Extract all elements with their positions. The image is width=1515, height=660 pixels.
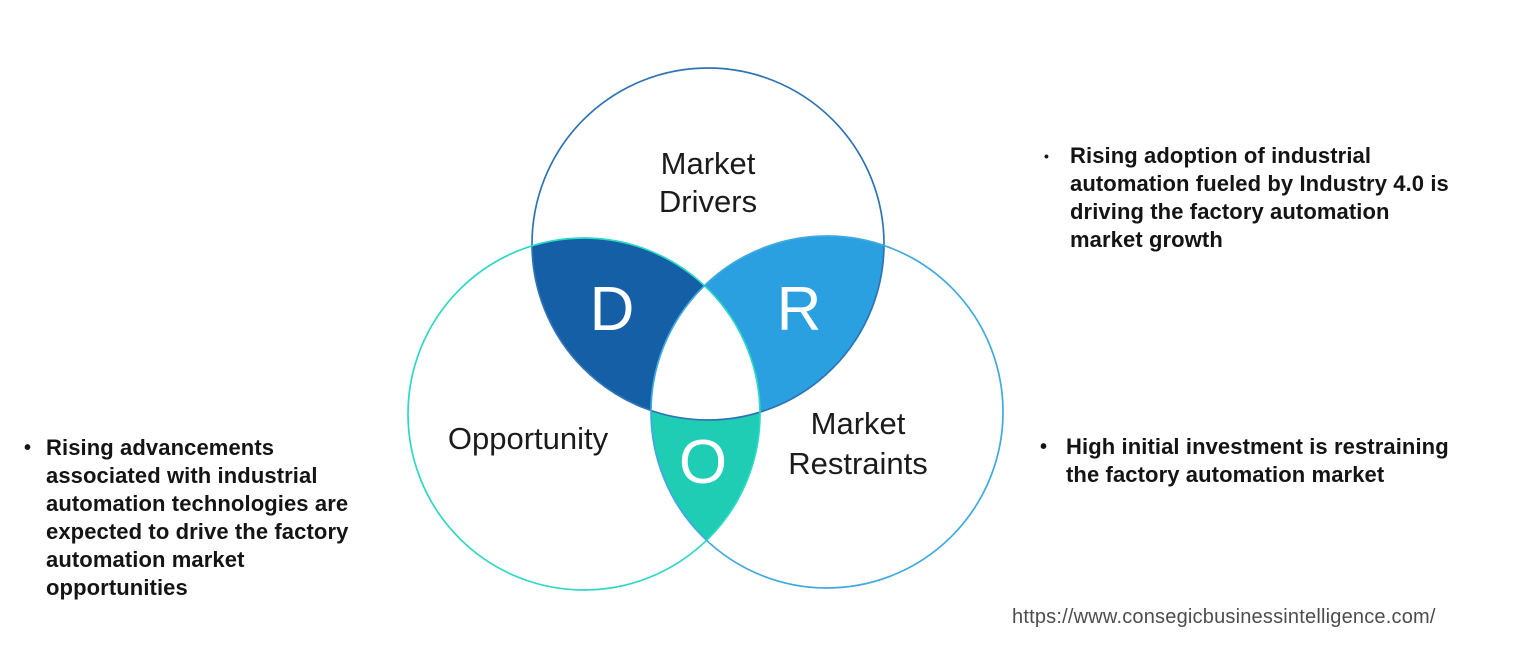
letter-o: O bbox=[679, 428, 727, 497]
note-line: the factory automation market bbox=[1066, 462, 1385, 487]
bullet-icon: • bbox=[1044, 148, 1050, 164]
note-restraint: • High initial investment is restraining… bbox=[1040, 433, 1480, 489]
note-driver-text: Rising adoption of industrial automation… bbox=[1070, 142, 1449, 254]
label-market-drivers-line1: Market bbox=[661, 146, 756, 181]
circle-market-drivers bbox=[531, 67, 885, 421]
note-line: automation market bbox=[46, 547, 245, 572]
letter-d: D bbox=[590, 275, 635, 344]
note-line: Rising adoption of industrial bbox=[1070, 143, 1372, 168]
note-line: automation fueled by Industry 4.0 is bbox=[1070, 171, 1449, 196]
note-line: Rising advancements bbox=[46, 435, 275, 460]
note-line: High initial investment is restraining bbox=[1066, 434, 1449, 459]
note-opportunity-text: Rising advancements associated with indu… bbox=[46, 434, 348, 602]
label-market-drivers-line2: Drivers bbox=[659, 184, 757, 219]
note-driver: • Rising adoption of industrial automati… bbox=[1044, 142, 1474, 254]
note-line: associated with industrial bbox=[46, 463, 318, 488]
note-opportunity: • Rising advancements associated with in… bbox=[24, 434, 384, 602]
circle-opportunity bbox=[407, 237, 761, 591]
note-line: automation technologies are bbox=[46, 491, 349, 516]
label-opportunity: Opportunity bbox=[448, 421, 609, 456]
note-line: driving the factory automation bbox=[1070, 199, 1390, 224]
note-line: expected to drive the factory bbox=[46, 519, 349, 544]
note-line: opportunities bbox=[46, 575, 188, 600]
label-market-restraints-line1: Market bbox=[811, 406, 906, 441]
bullet-icon: • bbox=[24, 437, 32, 459]
source-url: https://www.consegicbusinessintelligence… bbox=[1012, 606, 1436, 628]
circle-market-restraints bbox=[650, 235, 1004, 589]
letter-r: R bbox=[777, 275, 822, 344]
note-restraint-text: High initial investment is restraining t… bbox=[1066, 433, 1449, 489]
label-market-restraints-line2: Restraints bbox=[788, 446, 928, 481]
bullet-icon: • bbox=[1040, 436, 1048, 458]
note-line: market growth bbox=[1070, 227, 1223, 252]
